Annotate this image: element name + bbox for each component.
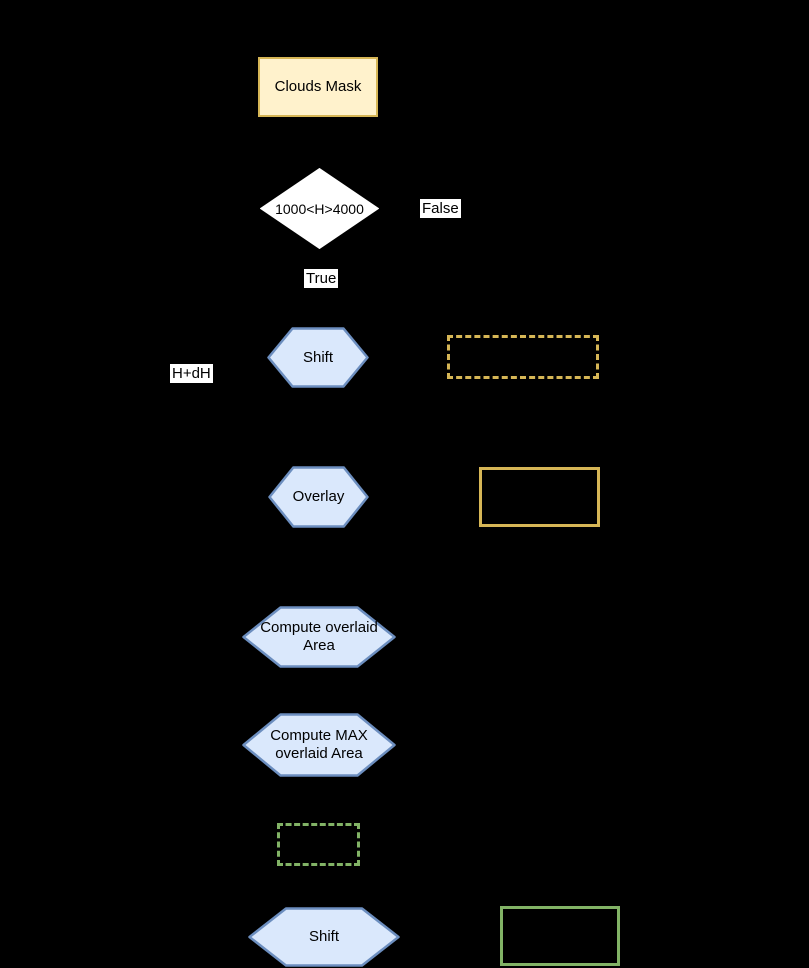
node-overlay: Overlay [268, 466, 369, 528]
solid-green-box [500, 906, 620, 966]
node-compute-overlaid-area: Compute overlaid Area [242, 606, 396, 668]
edge-label-false: False [420, 199, 461, 218]
solid-orange-box [479, 467, 600, 527]
node-compute-max-overlaid-area: Compute MAX overlaid Area [242, 713, 396, 777]
dashed-orange-box [447, 335, 599, 379]
node-shift-top: Shift [267, 327, 369, 388]
node-compute-max-overlaid-area-label: Compute MAX overlaid Area [270, 727, 368, 762]
node-overlay-label: Overlay [292, 488, 345, 505]
node-height-check-diamond: 1000<H>4000 [260, 168, 379, 249]
node-height-check-label: 1000<H>4000 [275, 200, 364, 217]
dashed-green-box [277, 823, 360, 866]
node-shift-top-label: Shift [302, 348, 333, 366]
edge-label-true: True [304, 269, 339, 288]
node-clouds-mask: Clouds Mask [258, 57, 378, 117]
node-compute-overlaid-area-label: Compute overlaid Area [260, 619, 378, 654]
node-clouds-mask-label: Clouds Mask [274, 78, 362, 95]
node-shift-bottom-label: Shift [308, 928, 339, 945]
edge-label-h-plus-dh: H+dH [170, 364, 213, 383]
node-shift-bottom: Shift [248, 907, 400, 967]
